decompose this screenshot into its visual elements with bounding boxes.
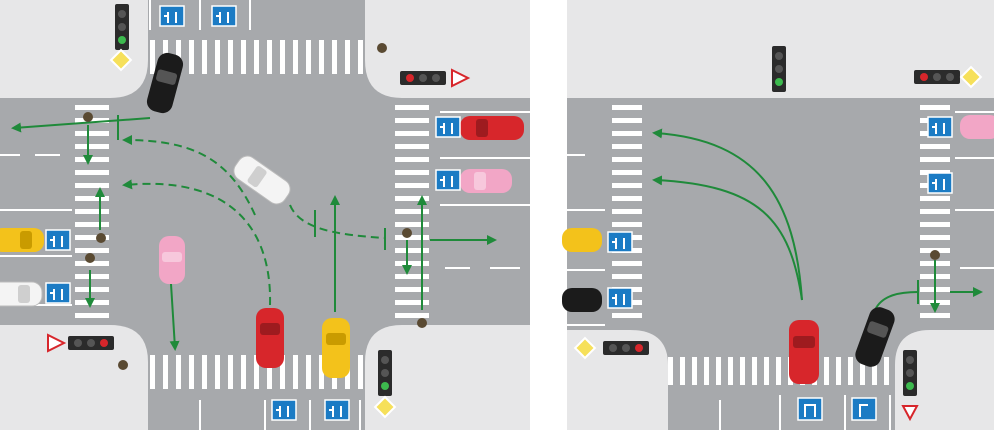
- lane-direction-sign: [45, 282, 71, 304]
- lane-direction-sign: [271, 399, 297, 421]
- arrow-black-car-left: [11, 117, 151, 133]
- parking-lines: [567, 111, 994, 430]
- priority-road-sign: [573, 336, 597, 360]
- traffic-light-north: [115, 4, 129, 50]
- lane-direction-sign: [927, 116, 953, 138]
- stop-markers: [117, 115, 386, 250]
- arrow-white-car-path: [289, 204, 386, 239]
- lane-direction-sign: [324, 399, 350, 421]
- traffic-light-east: [400, 71, 446, 85]
- black-car: [146, 52, 184, 114]
- lane-direction-sign: [851, 397, 877, 421]
- black-car-west: [562, 288, 602, 312]
- pedestrian: [118, 360, 128, 370]
- yellow-car: [322, 318, 350, 378]
- traffic-light-south: [378, 350, 392, 396]
- yield-sign: [451, 68, 471, 88]
- lane-direction-sign: [607, 287, 633, 309]
- lane-direction-sign: [211, 5, 237, 27]
- traffic-light-east: [914, 70, 960, 84]
- lane-direction-sign: [607, 231, 633, 253]
- lane-markings: [567, 154, 994, 430]
- sidewalk-sw: [0, 325, 148, 430]
- pedestrian: [930, 250, 940, 260]
- lane-direction-sign: [435, 116, 461, 138]
- priority-road-sign: [109, 48, 133, 72]
- lane-direction-sign: [159, 5, 185, 27]
- pedestrian: [417, 318, 427, 328]
- traffic-light-west: [68, 336, 114, 350]
- white-car-west: [0, 281, 43, 307]
- pink-car-center: [159, 236, 185, 284]
- red-car: [256, 308, 284, 368]
- sidewalk-ne: [365, 0, 530, 98]
- pedestrians: [83, 43, 427, 370]
- traffic-light-north: [772, 46, 786, 92]
- priority-road-sign: [959, 65, 983, 89]
- crosswalk-south: [150, 355, 363, 389]
- white-car: [233, 155, 291, 205]
- arrow-red-car-left-2: [652, 175, 803, 301]
- crosswalk-north: [150, 40, 363, 74]
- priority-road-sign: [373, 395, 397, 419]
- lane-direction-sign: [45, 229, 71, 251]
- arrow-black-car-path: [874, 291, 919, 311]
- sidewalk-se: [365, 325, 530, 430]
- lane-markings: [0, 154, 520, 430]
- yield-sign: [47, 333, 67, 353]
- pedestrian: [85, 253, 95, 263]
- pedestrian: [83, 112, 93, 122]
- pedestrian: [96, 233, 106, 243]
- pedestrian: [377, 43, 387, 53]
- movement-arrows: [11, 117, 497, 351]
- pink-car-east: [460, 169, 512, 193]
- yield-sign: [901, 405, 919, 422]
- lane-direction-sign: [927, 172, 953, 194]
- pedestrian: [402, 228, 412, 238]
- lane-direction-sign: [435, 169, 461, 191]
- pink-car-east: [960, 115, 994, 139]
- red-car: [789, 320, 819, 384]
- lane-direction-sign: [797, 397, 823, 421]
- yellow-car-west: [0, 228, 44, 252]
- arrow-white-car-turn: [122, 135, 256, 216]
- left-panel: [0, 0, 530, 430]
- arrow-red-car-left-1: [652, 128, 803, 301]
- traffic-light-west: [603, 341, 649, 355]
- movement-arrows: [652, 128, 983, 313]
- traffic-light-south: [903, 350, 917, 396]
- crosswalk-east: [395, 105, 429, 318]
- right-panel: [562, 0, 994, 430]
- arrow-red-car-turn: [122, 179, 272, 306]
- yellow-car-west: [562, 228, 602, 252]
- sidewalk-nw: [0, 0, 148, 98]
- sidewalk-se: [895, 330, 994, 430]
- red-car-east: [460, 116, 524, 140]
- black-car: [855, 307, 895, 367]
- pedestrians: [930, 250, 940, 260]
